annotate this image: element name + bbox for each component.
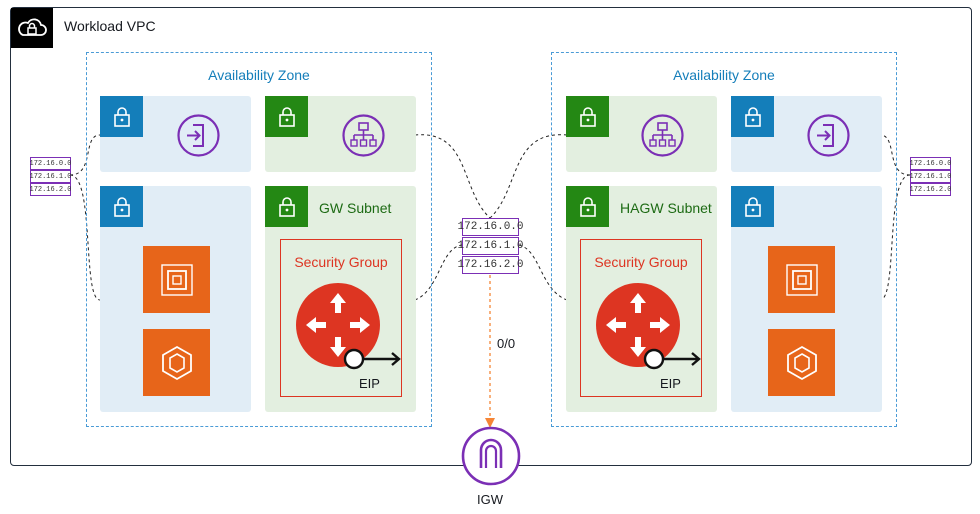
security-group-label: Security Group — [294, 254, 388, 270]
left-rt-to-bottom-subnet — [69, 174, 101, 301]
load-balancer-icon — [342, 114, 385, 157]
hagw-top-to-rt — [489, 134, 568, 219]
route-table-center-entry: 172.16.2.0 — [458, 256, 524, 274]
vpc-badge — [11, 8, 53, 48]
private-subnet-lock-icon — [100, 96, 143, 137]
route-table-center-entry: 172.16.0.0 — [458, 218, 524, 236]
private-subnet-lock-icon — [731, 96, 774, 137]
route-table-left-entry: 172.16.0.0 — [30, 157, 72, 170]
igw-label: IGW — [477, 492, 503, 507]
eip-label: EIP — [359, 376, 380, 391]
router-icon — [296, 283, 401, 370]
hagw-subnet-label: HAGW Subnet — [620, 200, 712, 216]
route-table-right-entry: 172.16.0.0 — [910, 157, 952, 170]
private-subnet-lock-icon — [731, 186, 774, 227]
left-rt-to-top-subnet — [69, 134, 101, 176]
ec2-instance-icon — [768, 246, 835, 313]
public-subnet-lock-icon — [566, 186, 609, 227]
route-table-left-entry: 172.16.1.0 — [30, 170, 72, 183]
route-table-left-entry: 172.16.2.0 — [30, 183, 72, 196]
endpoint-icon — [177, 114, 220, 157]
right-rt-to-top-subnet — [879, 134, 911, 176]
internet-gateway-icon — [461, 426, 521, 486]
availability-zone-right: Availability Zone — [551, 52, 897, 427]
route-table-right-entry: 172.16.2.0 — [910, 183, 952, 196]
public-subnet-lock-icon — [265, 96, 308, 137]
public-subnet-lock-icon — [566, 96, 609, 137]
az-title: Availability Zone — [673, 67, 775, 83]
ec2-instance-icon — [143, 246, 210, 313]
cloud-lock-icon — [18, 18, 47, 36]
security-group-label: Security Group — [594, 254, 688, 270]
gw-subnet-label: GW Subnet — [319, 200, 392, 216]
router-icon — [596, 283, 701, 370]
az-title: Availability Zone — [208, 67, 310, 83]
ecs-container-icon — [143, 329, 210, 396]
security-group-right: Security Group — [580, 239, 702, 397]
eip-label: EIP — [660, 376, 681, 391]
vpc-title: Workload VPC — [64, 18, 156, 34]
ecs-container-icon — [768, 329, 835, 396]
load-balancer-icon — [641, 114, 684, 157]
gw-bottom-to-rt — [414, 244, 463, 301]
private-subnet-lock-icon — [100, 186, 143, 227]
availability-zone-left: Availability Zone — [86, 52, 432, 427]
security-group-left: Security Group — [280, 239, 402, 397]
route-table-right-entry: 172.16.1.0 — [910, 170, 952, 183]
endpoint-icon — [807, 114, 850, 157]
route-table-center-entry: 172.16.1.0 — [458, 237, 524, 255]
hagw-bottom-to-rt — [517, 244, 568, 301]
right-rt-to-bottom-subnet — [879, 174, 911, 301]
public-subnet-lock-icon — [265, 186, 308, 227]
default-route-label: 0/0 — [497, 336, 516, 351]
